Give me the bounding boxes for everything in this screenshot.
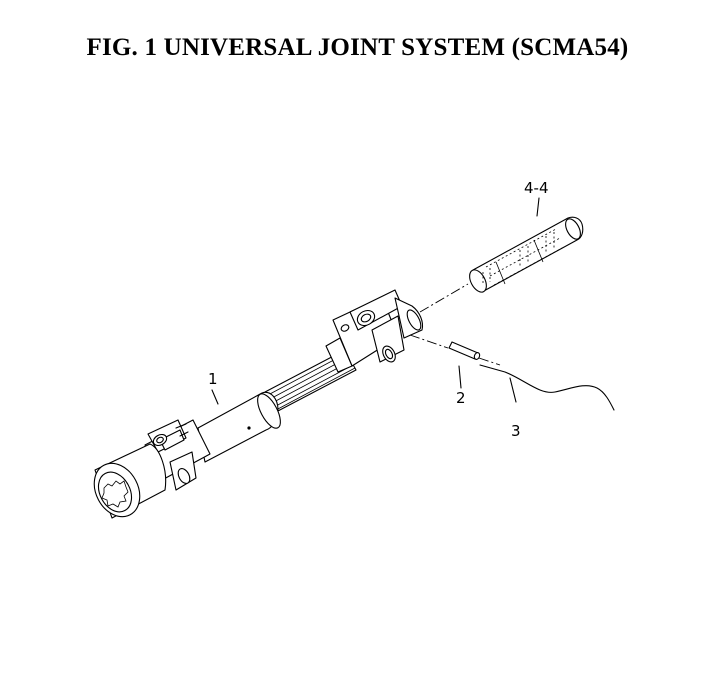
leader-part-2	[458, 365, 462, 389]
figure-title: FIG. 1 UNIVERSAL JOINT SYSTEM (SCMA54)	[86, 34, 629, 61]
part-3-wire	[479, 364, 615, 411]
callout-part-1: 1	[208, 370, 218, 388]
splined-shaft	[264, 349, 357, 413]
leader-part-1	[211, 389, 219, 405]
callout-part-4-4: 4-4	[524, 179, 549, 197]
part-4-4-spline-sleeve	[469, 216, 584, 293]
part-2-pin	[448, 341, 481, 360]
callout-part-3: 3	[511, 422, 521, 440]
part-1-tube	[197, 391, 281, 463]
callout-part-2: 2	[456, 389, 466, 407]
leader-part-3	[509, 377, 517, 403]
leader-part-4-4	[536, 197, 540, 217]
center-lines	[409, 283, 501, 366]
upper-universal-joint	[325, 289, 424, 373]
leader-lines	[211, 197, 540, 405]
lower-splined-hub	[93, 443, 167, 519]
